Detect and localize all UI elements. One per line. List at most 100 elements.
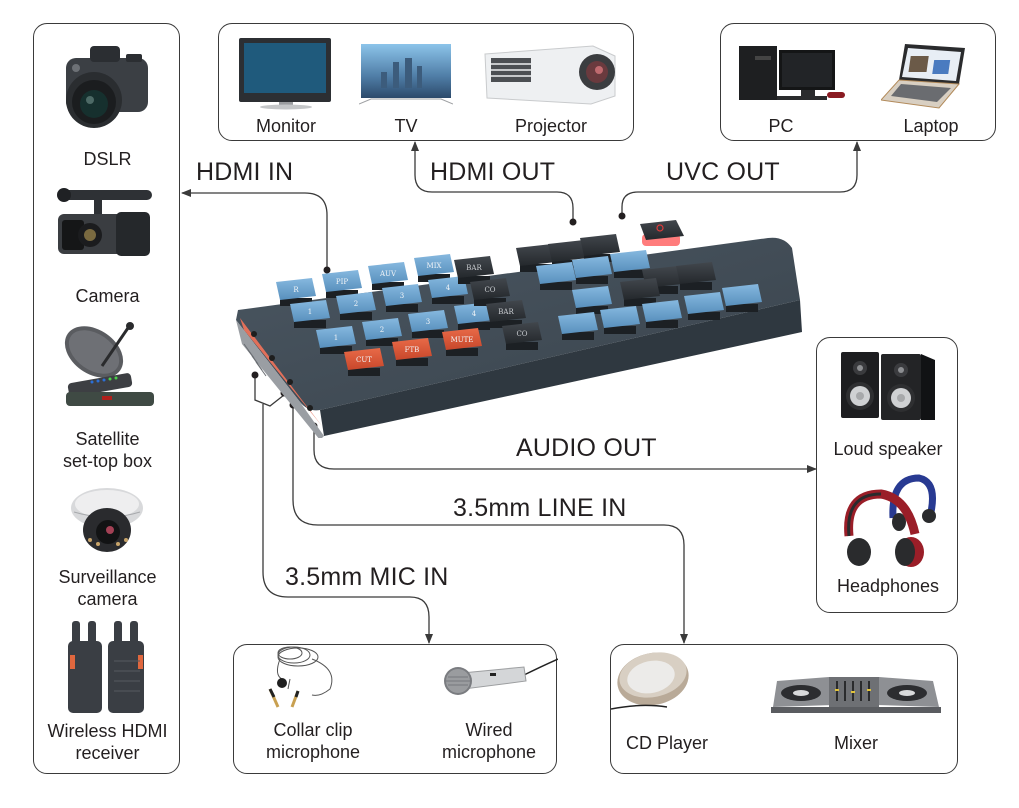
audio-jacks (251, 331, 313, 411)
console-body-front (320, 300, 802, 436)
key-label: AUV (379, 270, 397, 278)
line-inputs-box: CD Player Mixer (610, 644, 958, 774)
dslr-label: DSLR (83, 149, 132, 169)
key-label: CO (484, 286, 495, 294)
wired-mic-label-line-2: microphone (441, 742, 537, 762)
dome-camera-icon (71, 488, 143, 552)
projector-label: Projector (514, 116, 588, 136)
collar-clip-label-line-1: Collar clip (273, 720, 353, 740)
video-camera-icon (57, 188, 152, 256)
connection-label-audio-out: AUDIO OUT (516, 434, 657, 462)
console-key: AUV (368, 262, 408, 290)
key-label: 1 (334, 334, 338, 342)
key-label: 4 (472, 310, 477, 318)
console-key: CO (502, 322, 542, 350)
console-key (558, 312, 598, 340)
wired-mic-label: Wired microphone (424, 719, 554, 763)
key-label: CO (516, 330, 527, 338)
key-label: 3 (400, 292, 404, 300)
surveillance-camera-label: Surveillance camera (34, 566, 181, 610)
console-key: MUTE (442, 328, 482, 356)
key-label: 1 (308, 308, 312, 316)
key-label: BAR (466, 264, 482, 272)
satellite-label-line-1: Satellite (75, 429, 140, 449)
power-icon (656, 224, 664, 232)
connection-label-uvc-out: UVC OUT (666, 158, 780, 186)
connection-label-line-in: 3.5mm LINE IN (453, 494, 627, 522)
wireless-receiver-icon (68, 621, 144, 713)
satellite-label: Satellite set-top box (34, 428, 181, 472)
laptop-icon (881, 44, 965, 109)
wireless-label-line-2: receiver (75, 743, 140, 763)
speaker-icon (841, 352, 935, 420)
surveillance-label-line-2: camera (77, 589, 138, 609)
console-key (516, 244, 556, 272)
monitor-icon (239, 38, 331, 110)
console-key: 3 (382, 284, 422, 312)
connection-label-mic-in: 3.5mm MIC IN (285, 563, 449, 591)
wireless-label-line-1: Wireless HDMI (47, 721, 168, 741)
console-key: BAR (486, 300, 526, 328)
tv-label: TV (394, 116, 418, 136)
console-key (684, 292, 724, 320)
desktop-pc-icon (739, 46, 845, 100)
console-key (572, 286, 612, 314)
projector-icon (484, 45, 616, 105)
dslr-camera-icon (66, 46, 148, 128)
handheld-mic-icon (444, 658, 558, 695)
display-outputs-box: Monitor TV Projector (218, 23, 634, 141)
console-key (642, 300, 682, 328)
console-key: 2 (362, 318, 402, 346)
camera-label: Camera (75, 286, 140, 306)
loud-speaker-label: Loud speaker (833, 439, 943, 459)
collar-clip-mic-label: Collar clip microphone (248, 719, 378, 763)
console-key: CO (470, 278, 510, 306)
console-key (600, 306, 640, 334)
dj-mixer-icon (771, 677, 941, 713)
connection-label-hdmi-out: HDMI OUT (430, 158, 556, 186)
console-key: 2 (336, 292, 376, 320)
key-label: MIX (427, 262, 442, 270)
computer-outputs-box: PC Laptop (720, 23, 996, 141)
input-sources-box: DSLR Camera Satellite set-top box (33, 23, 180, 774)
wireless-receiver-label: Wireless HDMI receiver (34, 720, 181, 764)
satellite-dish-icon (64, 322, 154, 406)
surveillance-label-line-1: Surveillance (58, 567, 157, 587)
key-label: 2 (354, 300, 358, 308)
console-key (610, 250, 650, 278)
key-label: MUTE (451, 336, 474, 344)
headphones-icon (844, 474, 936, 567)
console-key (676, 262, 716, 290)
wire-mic-in (262, 404, 433, 644)
key-label: 4 (446, 284, 451, 292)
collar-clip-label-line-2: microphone (265, 742, 361, 762)
cd-player-icon (611, 652, 689, 710)
console-key: R (276, 278, 316, 306)
console-key (536, 262, 576, 290)
headphones-label: Headphones (836, 576, 940, 596)
audio-outputs-box: Loud speaker Headphones (816, 337, 958, 613)
console-key: FTB (392, 338, 432, 366)
key-label: R (293, 286, 299, 294)
console-key: MIX (414, 254, 454, 282)
lavalier-mic-icon (268, 646, 333, 708)
console-key: 4 (454, 302, 494, 330)
console-key (722, 284, 762, 312)
console-key: BAR (454, 256, 494, 284)
vent-grille (243, 343, 267, 377)
console-key: 1 (290, 300, 330, 328)
key-label: 3 (426, 318, 430, 326)
microphone-inputs-box: Collar clip microphone Wired microphone (233, 644, 558, 774)
console-key: CUT (344, 348, 384, 376)
key-label: 2 (380, 326, 384, 334)
key-label: PIP (336, 278, 348, 286)
key-label: FTB (405, 346, 420, 354)
console-key: PIP (322, 270, 362, 298)
console-key: 3 (408, 310, 448, 338)
tv-icon (359, 44, 453, 105)
console-key (620, 278, 660, 306)
laptop-label: Laptop (903, 116, 959, 136)
satellite-label-line-2: set-top box (62, 451, 153, 471)
console-key (572, 256, 612, 284)
